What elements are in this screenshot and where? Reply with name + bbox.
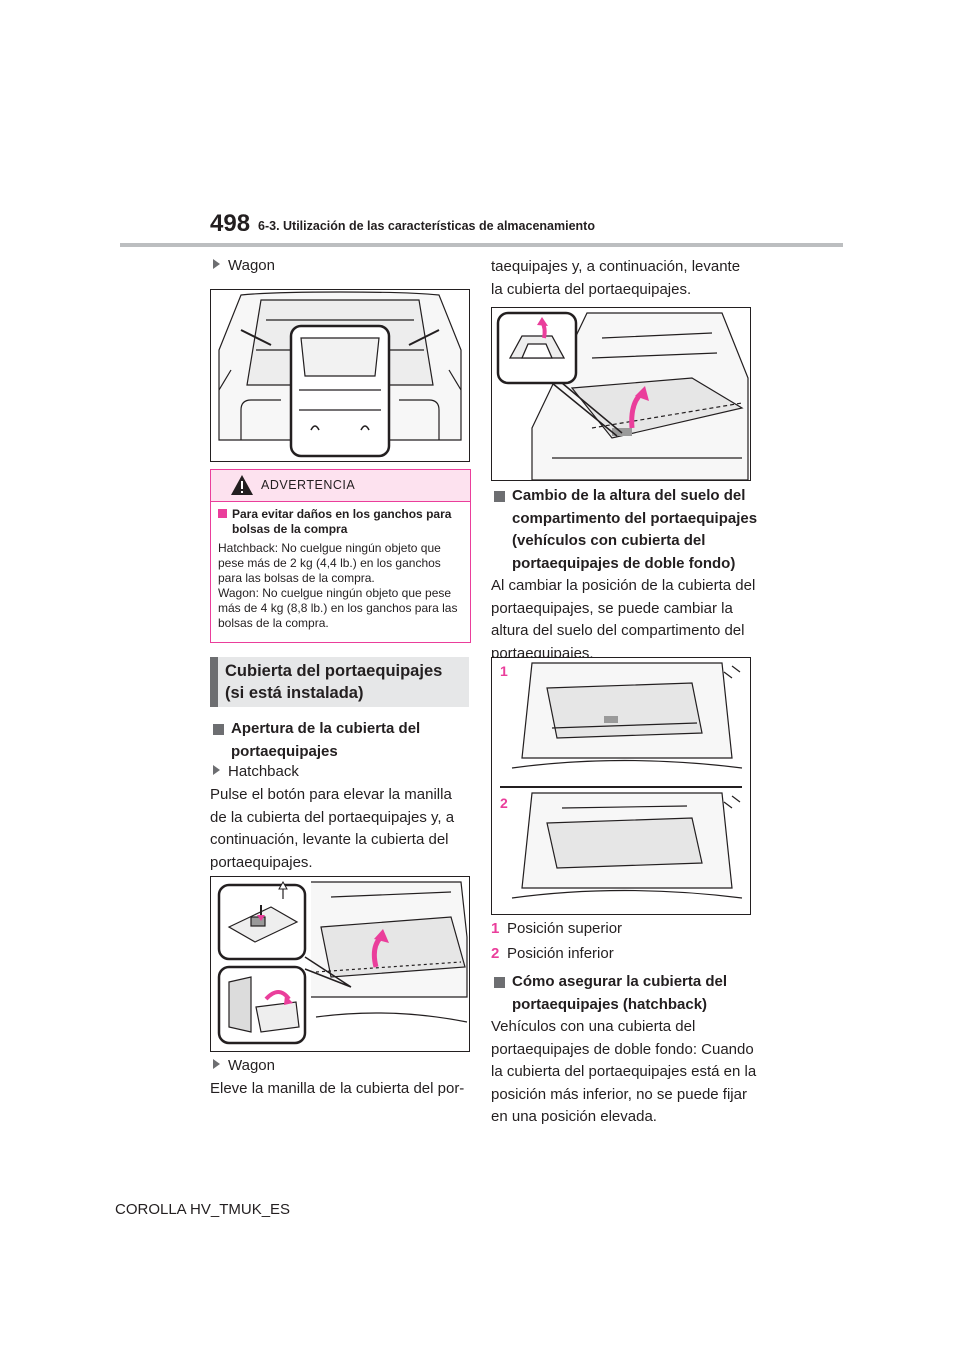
arrow-bullet-icon — [213, 765, 220, 775]
footer-model: COROLLA HV_TMUK_ES — [115, 1201, 291, 1218]
position-1: 1 Posición superior — [491, 920, 622, 937]
hatchback-text: Pulse el botón para elevar la manilla de… — [210, 786, 455, 871]
height-heading-text: Cambio de la altura del suelo del compar… — [512, 487, 758, 572]
arrow-bullet-icon — [213, 1059, 220, 1069]
figure-label-2: 2 — [500, 795, 508, 811]
floor-height-drawing: 1 2 — [500, 662, 743, 899]
section-box-title: Cubierta del portaequipajes (si está ins… — [225, 662, 443, 702]
hatchback-label: Hatchback — [213, 763, 299, 780]
opening-heading-text: Apertura de la cubierta del portaequipaj… — [231, 720, 421, 760]
wagon-shopping-hooks-illustration — [210, 289, 470, 462]
square-bullet-icon — [213, 724, 224, 735]
section-box-bar — [210, 657, 218, 707]
pink-square-bullet-icon — [218, 509, 227, 518]
height-text: Al cambiar la posición de la cubierta de… — [491, 577, 756, 662]
square-bullet-icon — [494, 977, 505, 988]
position-2-label: Posición inferior — [507, 945, 614, 962]
warning-text: Hatchback: No cuelgue ningún objeto que … — [218, 541, 458, 630]
warning-triangle-icon — [231, 475, 253, 495]
wagon-label-text: Wagon — [228, 257, 275, 274]
hatchback-cover-illustration — [210, 876, 470, 1052]
figure-label-1: 1 — [500, 663, 508, 679]
hatchback-label-text: Hatchback — [228, 763, 299, 780]
secure-heading-text: Cómo asegurar la cubierta del portaequip… — [512, 973, 728, 1013]
square-bullet-icon — [494, 491, 505, 502]
warning-box: ADVERTENCIA Para evitar daños en los gan… — [210, 469, 471, 643]
secure-heading: Cómo asegurar la cubierta del portaequip… — [494, 971, 760, 1016]
section-title: 6-3. Utilización de las características … — [258, 219, 595, 233]
position-2-number: 2 — [491, 945, 500, 962]
position-1-number: 1 — [491, 920, 500, 937]
warning-header: ADVERTENCIA — [211, 470, 470, 502]
opening-heading: Apertura de la cubierta del portaequipaj… — [213, 718, 469, 763]
hatchback-cover-drawing — [217, 880, 468, 1045]
position-2: 2 Posición inferior — [491, 945, 614, 962]
warning-subtitle: Para evitar daños en los ganchos para bo… — [218, 507, 463, 537]
wagon-label-2: Wagon — [213, 1057, 275, 1074]
wagon-trunk-drawing — [218, 291, 462, 458]
height-heading: Cambio de la altura del suelo del compar… — [494, 485, 760, 575]
wagon-cover-illustration — [491, 307, 751, 481]
arrow-bullet-icon — [213, 259, 220, 269]
page-number: 498 — [210, 210, 251, 237]
warning-subtitle-text: Para evitar daños en los ganchos para bo… — [232, 507, 452, 536]
section-box: Cubierta del portaequipajes (si está ins… — [210, 657, 469, 707]
wagon-label-2-text: Wagon — [228, 1057, 275, 1074]
header-rule — [120, 243, 843, 247]
wagon-text-cont: taequipajes y, a continuación, levante l… — [491, 258, 741, 298]
position-1-label: Posición superior — [507, 920, 623, 937]
secure-text: Vehículos con una cubierta del portaequi… — [491, 1018, 757, 1125]
wagon-label-1: Wagon — [213, 257, 275, 274]
floor-height-illustration: 1 2 — [491, 657, 751, 915]
wagon-cover-drawing — [496, 311, 749, 480]
wagon-text-start: Eleve la manilla de la cubierta del por- — [210, 1080, 465, 1097]
warning-title: ADVERTENCIA — [261, 478, 356, 492]
